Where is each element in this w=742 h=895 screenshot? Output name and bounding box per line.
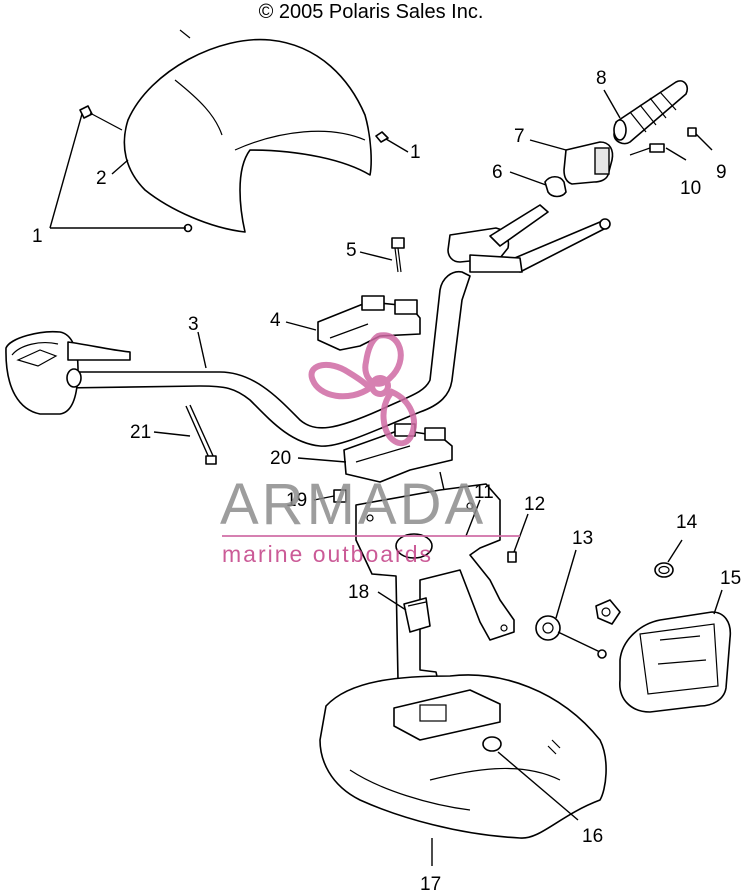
callout-5: 5	[346, 240, 357, 261]
callout-2: 2	[96, 168, 107, 189]
callout-1-right: 1	[410, 142, 421, 163]
shroud-grommet	[482, 736, 502, 752]
callout-18: 18	[348, 582, 369, 603]
watermark-propeller-logo	[308, 332, 417, 447]
upper-clamp	[317, 295, 421, 351]
callout-1-left: 1	[32, 226, 43, 247]
headlight-assembly	[619, 611, 732, 713]
long-bolt	[185, 404, 217, 465]
clamp-bolt	[391, 237, 405, 273]
cover-screw-top	[79, 105, 123, 131]
callout-12: 12	[524, 494, 545, 515]
cover-screw-right	[375, 131, 389, 143]
callout-13: 13	[572, 528, 593, 549]
headlight-bulb	[595, 599, 621, 625]
headlight-adjuster	[535, 615, 607, 659]
handlebar	[5, 204, 611, 447]
callout-20: 20	[270, 448, 291, 469]
headlight-o-ring	[654, 562, 674, 578]
bracket-nut	[507, 551, 517, 563]
callout-3: 3	[188, 314, 199, 335]
callout-16: 16	[582, 826, 603, 847]
handlebar-cover	[123, 29, 372, 233]
callout-10: 10	[680, 178, 701, 199]
callout-17: 17	[420, 874, 441, 895]
handlebar-grip	[613, 80, 689, 145]
leader-lines	[49, 89, 723, 866]
lower-clamp	[343, 423, 453, 483]
callout-labels: 1 1 2 3 4 5 6 7 8 9 10 11 12 13 14 15 16…	[32, 68, 741, 895]
copyright-notice: © 2005 Polaris Sales Inc.	[258, 1, 484, 23]
watermark: ARMADA marine outboards	[220, 332, 520, 567]
grip-pin	[687, 127, 697, 137]
callout-21: 21	[130, 422, 151, 443]
callout-4: 4	[270, 310, 281, 331]
watermark-brand: ARMADA	[220, 472, 486, 537]
watermark-tagline: marine outboards	[222, 541, 433, 567]
lower-shroud	[319, 674, 607, 839]
bracket-switch	[403, 597, 431, 633]
callout-15: 15	[720, 568, 741, 589]
callout-19: 19	[286, 490, 307, 511]
callout-7: 7	[514, 126, 525, 147]
callout-6: 6	[492, 162, 503, 183]
grip-collar	[544, 175, 567, 198]
throttle-housing	[563, 141, 614, 185]
callout-14: 14	[676, 512, 698, 533]
callout-9: 9	[716, 162, 727, 183]
callout-8: 8	[596, 68, 607, 89]
callout-11: 11	[474, 482, 494, 503]
grip-screw	[629, 143, 665, 156]
